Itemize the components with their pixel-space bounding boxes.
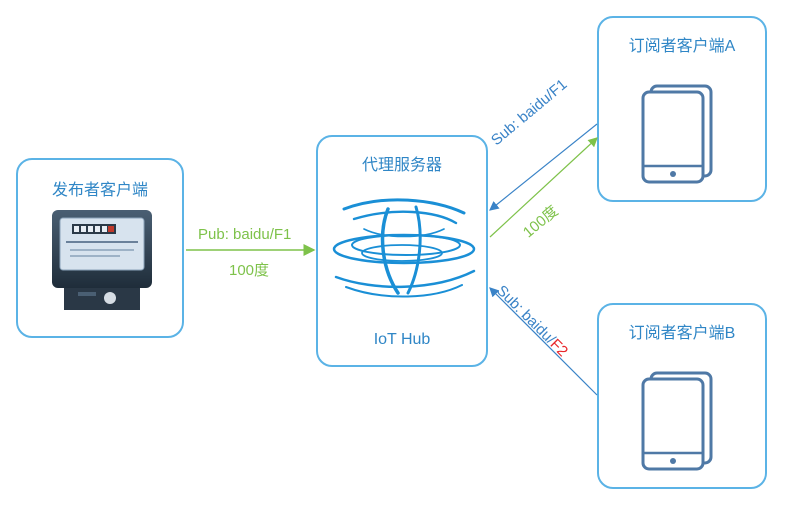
subscriber-b-box: 订阅者客户端B	[597, 303, 767, 489]
broker-name: IoT Hub	[373, 331, 431, 348]
iot-hub-swirl-icon	[332, 198, 476, 298]
subscriber-b-title: 订阅者客户端B	[628, 325, 736, 342]
tablet-icon	[641, 371, 713, 471]
publish-topic-label: Pub: baidu/F1	[198, 226, 292, 243]
subscribe-b-arrow	[489, 287, 598, 396]
publish-payload-label: 100度	[229, 262, 270, 279]
publisher-client-box: 发布者客户端	[16, 158, 184, 338]
publisher-title: 发布者客户端	[51, 182, 148, 199]
deliver-a-arrow	[489, 137, 598, 238]
subscribe-a-arrow	[489, 123, 598, 211]
electric-meter-icon	[52, 210, 152, 310]
subscriber-a-title: 订阅者客户端A	[628, 38, 736, 55]
broker-title: 代理服务器	[361, 157, 442, 174]
tablet-icon	[641, 84, 713, 184]
broker-server-box: 代理服务器 IoT Hub	[316, 135, 488, 367]
subscriber-a-box: 订阅者客户端A	[597, 16, 767, 202]
